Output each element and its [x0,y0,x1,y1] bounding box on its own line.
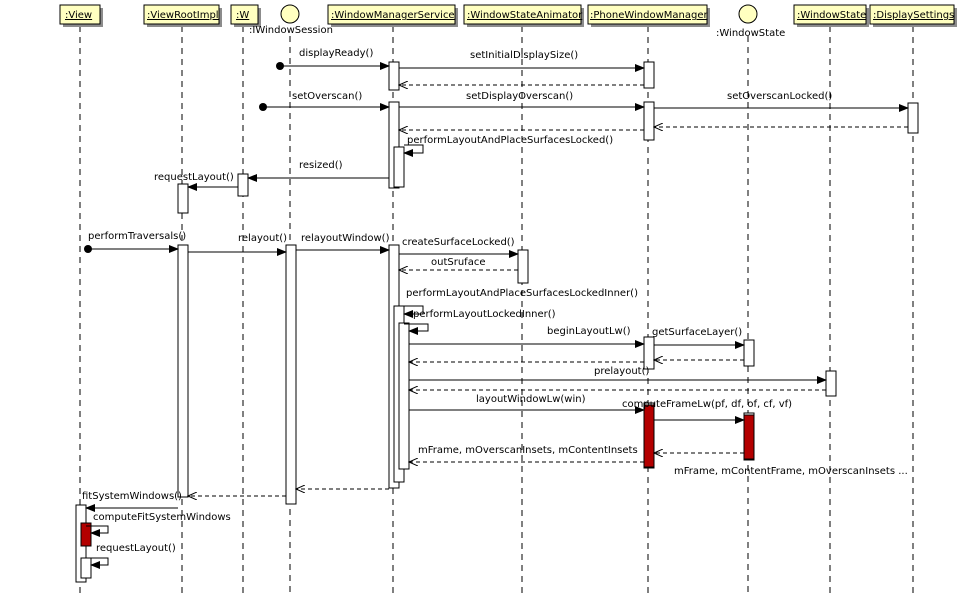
activation-iws-1 [285,244,297,505]
activation-wms-6 [398,322,410,470]
msg-label: mFrame, mOverscanInsets, mContentInsets [418,445,638,456]
lifelines [79,26,914,595]
msg-label: outSruface [431,257,485,268]
participant-view[interactable]: :View [59,4,103,27]
participant-label: :View [65,10,92,21]
arrow-self-computefitsystemwindows [86,525,109,537]
msg-label: performLayoutAndPlaceSurfacesLocked() [407,135,613,146]
msg-label: mFrame, mContentFrame, mOverscanInsets .… [674,466,908,477]
msg-label: setOverscan() [292,91,362,102]
activation-ds-1 [907,102,919,134]
participant-viewrootimpl[interactable]: :ViewRootImpl [143,4,222,27]
activation-vri-2 [177,244,189,498]
msg-label: relayoutWindow() [301,233,390,244]
msg-label: requestLayout() [96,543,176,554]
participant-label: :ViewRootImpl [147,10,219,21]
arrow-self-performlayoutlockedinner [404,323,429,335]
activation-vri-1 [177,183,189,214]
msg-label: computeFitSystemWindows [93,512,231,523]
msg-label: layoutWindowLw(win) [476,394,586,405]
arrow-self-requestlayout [86,557,109,569]
arrow-self-performlayoutinner [399,305,424,318]
msg-label: setDisplayOverscan() [466,91,573,102]
msg-label: setInitialDisplaySize() [470,50,578,61]
message-labels: displayReady() setInitialDisplaySize() s… [82,48,908,554]
participant-label: :PhoneWindowManager [590,10,708,21]
actor-circle-icon [280,4,300,24]
msg-label: prelayout() [594,366,649,377]
participant-label: :DisplaySettings [873,10,954,21]
participant-windowmanagerservice[interactable]: :WindowManagerService [327,4,458,27]
msg-label: requestLayout() [154,172,234,183]
msg-label: getSurfaceLayer() [652,327,742,338]
activation-ws2-1 [825,370,837,397]
activation-wst-highlight [743,414,755,460]
activation-wms-3 [393,146,405,188]
activation-view-3 [80,557,92,579]
activation-pwm-2 [643,101,655,141]
msg-label: beginLayoutLw() [547,326,631,337]
participant-w[interactable]: :W [230,4,261,27]
msg-label: setOverscanLocked() [727,91,832,102]
participant-phonewindowmanager[interactable]: :PhoneWindowManager [587,4,710,27]
msg-label: resized() [299,160,343,171]
participant-label: :WindowState [716,28,785,39]
message-arrows [85,62,909,569]
actor-circle-icon [738,4,758,24]
participant-windowstateanimator[interactable]: :WindowStateAnimator [463,4,584,27]
activation-pwm-highlight [643,404,655,468]
found-dots [84,62,284,253]
msg-label: relayout() [238,233,287,244]
activation-pwm-3 [643,336,655,370]
activation-pwm-1 [643,61,655,89]
activation-wms-1 [388,61,400,91]
arrow-self-performlayout [403,144,424,157]
participant-label: :IWindowSession [249,25,333,36]
participant-label: :W [236,10,249,21]
activation-wms-2 [388,101,400,189]
participant-label: :WindowManagerService [331,10,455,21]
activation-wst-1 [743,339,755,367]
msg-label: performLayoutLockedInner() [413,309,556,320]
msg-label: createSurfaceLocked() [402,237,515,248]
msg-label: displayReady() [299,48,373,59]
participant-iwindowsession[interactable]: :IWindowSession [249,4,333,36]
msg-label: performTraversals() [88,231,186,242]
participant-label: :WindowState [797,10,866,21]
activation-w-1 [237,173,249,197]
activation-wsa-1 [517,249,529,284]
participant-windowstate[interactable]: :WindowState [793,4,869,27]
participant-displaysettings[interactable]: :DisplaySettings [869,4,957,27]
participant-label: :WindowStateAnimator [467,10,583,21]
msg-label: computeFrameLw(pf, df, of, cf, vf) [622,399,792,410]
participant-windowstate-actor[interactable]: :WindowState [716,4,785,39]
msg-label: fitSystemWindows() [82,491,182,502]
msg-label: performLayoutAndPlaceSurfacesLockedInner… [406,288,638,299]
